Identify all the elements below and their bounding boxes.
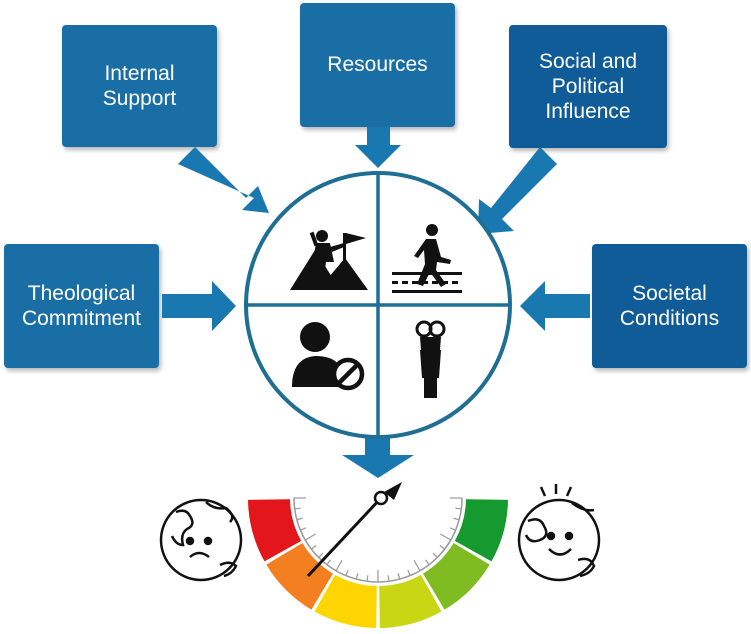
arrow-resources <box>355 127 401 168</box>
resources-box: Resources <box>300 3 455 127</box>
societal-conditions-box: Societal Conditions <box>592 244 747 368</box>
gauge-segment <box>379 574 442 628</box>
gauge-segment <box>266 543 333 610</box>
gauge-ticks <box>293 497 463 583</box>
gauge-tick <box>310 545 317 550</box>
gauge-needle <box>306 482 402 578</box>
gauge-segment <box>454 499 508 562</box>
gauge-tick <box>449 527 456 531</box>
gauge-tick <box>439 545 446 550</box>
gauge-segment <box>423 543 490 610</box>
arrow-to-gauge <box>342 438 414 478</box>
gauge-tick <box>387 575 390 582</box>
social-political-influence-box: Social and Political Influence <box>509 25 667 148</box>
societal-conditions-label: Societal Conditions <box>619 281 720 330</box>
gauge-segment <box>248 499 302 562</box>
gauge-tick <box>300 527 307 531</box>
arrow-societal <box>520 281 590 331</box>
arrow-social-political <box>478 147 557 234</box>
gauge-tick <box>440 533 452 541</box>
gauge-tick <box>413 560 421 572</box>
arrows-group <box>162 127 590 478</box>
gauge-tick <box>432 552 438 558</box>
person-walking-crosswalk-icon <box>392 224 462 293</box>
resources-label: Resources <box>327 53 428 77</box>
internal-support-label: Internal Support <box>102 61 177 110</box>
internal-support-box: Internal Support <box>62 25 217 147</box>
gauge-tick <box>425 559 430 566</box>
gauge-tick <box>326 559 331 566</box>
theological-commitment-box: Theological Commitment <box>4 244 159 368</box>
sad-earth-icon <box>159 498 243 582</box>
arrow-theological <box>162 281 236 331</box>
person-blocked-icon <box>292 322 365 391</box>
gauge-tick <box>355 573 359 580</box>
gauge-tick <box>294 507 301 510</box>
gauge-needle-tail <box>384 482 402 500</box>
gauge-tick <box>304 533 316 541</box>
gauge-tick <box>335 560 343 572</box>
gauge-tick <box>397 573 401 580</box>
arrow-internal-support <box>178 147 269 213</box>
gauge-tick <box>407 569 411 576</box>
leader-climbing-flag-icon <box>290 230 368 290</box>
gauge-needle-shaft <box>306 496 383 578</box>
social-political-influence-label: Social and Political Influence <box>538 49 638 124</box>
gauge <box>248 499 508 628</box>
gauge-tick <box>455 507 462 510</box>
person-binoculars-icon <box>415 320 446 398</box>
gauge-tick <box>296 517 303 521</box>
gauge-segment <box>314 574 377 628</box>
gauge-needle-hub <box>373 490 389 506</box>
gauge-tick <box>453 517 460 521</box>
gauge-tick <box>345 569 349 576</box>
gauge-tick <box>366 575 369 582</box>
happy-earth-icon <box>517 484 601 582</box>
central-circle <box>244 171 512 439</box>
theological-commitment-label: Theological Commitment <box>21 281 142 330</box>
gauge-tick <box>318 552 324 558</box>
